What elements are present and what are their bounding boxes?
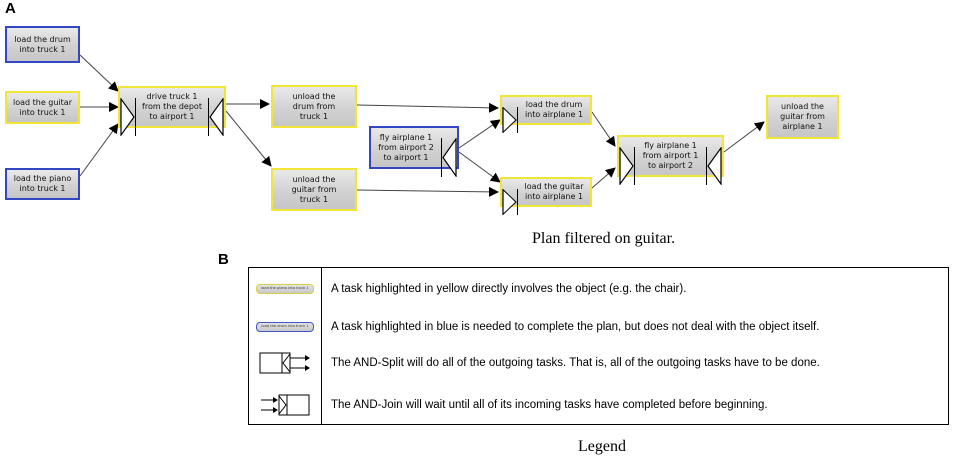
legend-text-join: The AND-Join will wait until all of its … — [331, 398, 768, 411]
edge-unload-guitar-to-load-guitar-airplane — [356, 186, 499, 197]
edge-fly-to-load-drum-airplane — [458, 119, 501, 149]
task-label: load the guitar into truck 1 — [12, 97, 72, 117]
task-load-drum-truck: load the drum into truck 1 — [5, 26, 80, 63]
panel-label-b: B — [218, 251, 229, 268]
plan-caption: Plan filtered on guitar. — [532, 230, 676, 247]
edge-load-drum-airplane-to-fly-1-2 — [591, 111, 616, 147]
task-label: load the guitar into airplane 1 — [524, 182, 584, 201]
task-label: fly airplane 1 from airport 2 to airport… — [378, 132, 434, 162]
task-fly-airplane-1-to-2: fly airplane 1 from airport 1 to airport… — [617, 135, 724, 185]
edge-fly-1-2-to-unload-guitar-airplane — [723, 121, 765, 153]
task-label: fly airplane 1 from airport 1 to airport… — [642, 141, 699, 170]
legend-divider — [321, 268, 322, 424]
legend-symbol: load the drum into truck 1 — [249, 308, 321, 345]
task-label: unload the guitar from truck 1 — [291, 174, 337, 204]
task-unload-guitar-truck: unload the guitar from truck 1 — [271, 168, 357, 211]
legend-row-join: The AND-Join will wait until all of its … — [249, 386, 948, 423]
and-join-icon — [502, 97, 518, 133]
panel-label-a: A — [5, 0, 16, 17]
legend-row-split: The AND-Split will do all of the outgoin… — [249, 344, 948, 381]
task-load-drum-airplane: load the drum into airplane 1 — [500, 95, 592, 133]
legend-text-blue: A task highlighted in blue is needed to … — [331, 320, 820, 333]
edge-unload-drum-to-load-drum-airplane — [356, 102, 499, 113]
and-split-legend-icon — [259, 352, 310, 373]
yellow-task-sample: load the piano into truck 1 — [256, 283, 314, 294]
legend-text-yellow: A task highlighted in yellow directly in… — [331, 282, 687, 295]
legend-row-blue: load the drum into truck 1 A task highli… — [249, 308, 948, 345]
task-unload-guitar-airplane: unload the guitar from airplane 1 — [766, 95, 839, 139]
and-join-icon — [120, 88, 136, 136]
and-join-legend-icon — [261, 394, 310, 415]
task-label: unload the drum from truck 1 — [292, 91, 336, 121]
task-load-guitar-truck: load the guitar into truck 1 — [5, 91, 80, 124]
task-drive-truck: drive truck 1 from the depot to airport … — [118, 86, 226, 136]
legend-symbol — [249, 344, 321, 381]
legend-symbol — [249, 386, 321, 423]
and-split-icon — [208, 88, 224, 136]
legend-text-split: The AND-Split will do all of the outgoin… — [331, 356, 820, 369]
legend-row-yellow: load the piano into truck 1 A task highl… — [249, 270, 948, 307]
task-unload-drum-truck: unload the drum from truck 1 — [271, 85, 357, 128]
edge-load-drum-to-drive — [79, 54, 119, 92]
task-load-guitar-airplane: load the guitar into airplane 1 — [500, 177, 592, 215]
and-split-icon — [706, 137, 722, 185]
task-label: drive truck 1 from the depot to airport … — [142, 92, 202, 121]
task-load-piano-truck: load the piano into truck 1 — [5, 168, 80, 200]
edge-drive-to-unload-guitar — [225, 110, 272, 167]
and-split-icon — [441, 128, 457, 177]
legend-caption: Legend — [578, 438, 626, 455]
and-join-icon — [502, 179, 518, 215]
task-label: load the piano into truck 1 — [13, 174, 72, 193]
plan-edges — [79, 54, 765, 197]
legend-table: load the piano into truck 1 A task highl… — [248, 267, 949, 425]
task-label: unload the guitar from airplane 1 — [780, 102, 825, 131]
edge-fly-to-load-guitar-airplane — [458, 151, 501, 183]
task-fly-airplane-2-to-1: fly airplane 1 from airport 2 to airport… — [369, 126, 459, 177]
edge-load-guitar-airplane-to-fly-1-2 — [591, 167, 616, 189]
task-label: load the drum into airplane 1 — [524, 100, 584, 119]
and-join-icon — [619, 137, 635, 185]
edge-load-piano-to-drive — [79, 123, 119, 177]
blue-task-sample: load the drum into truck 1 — [256, 321, 314, 332]
legend-symbol: load the piano into truck 1 — [249, 270, 321, 307]
task-label: load the drum into truck 1 — [14, 34, 71, 54]
